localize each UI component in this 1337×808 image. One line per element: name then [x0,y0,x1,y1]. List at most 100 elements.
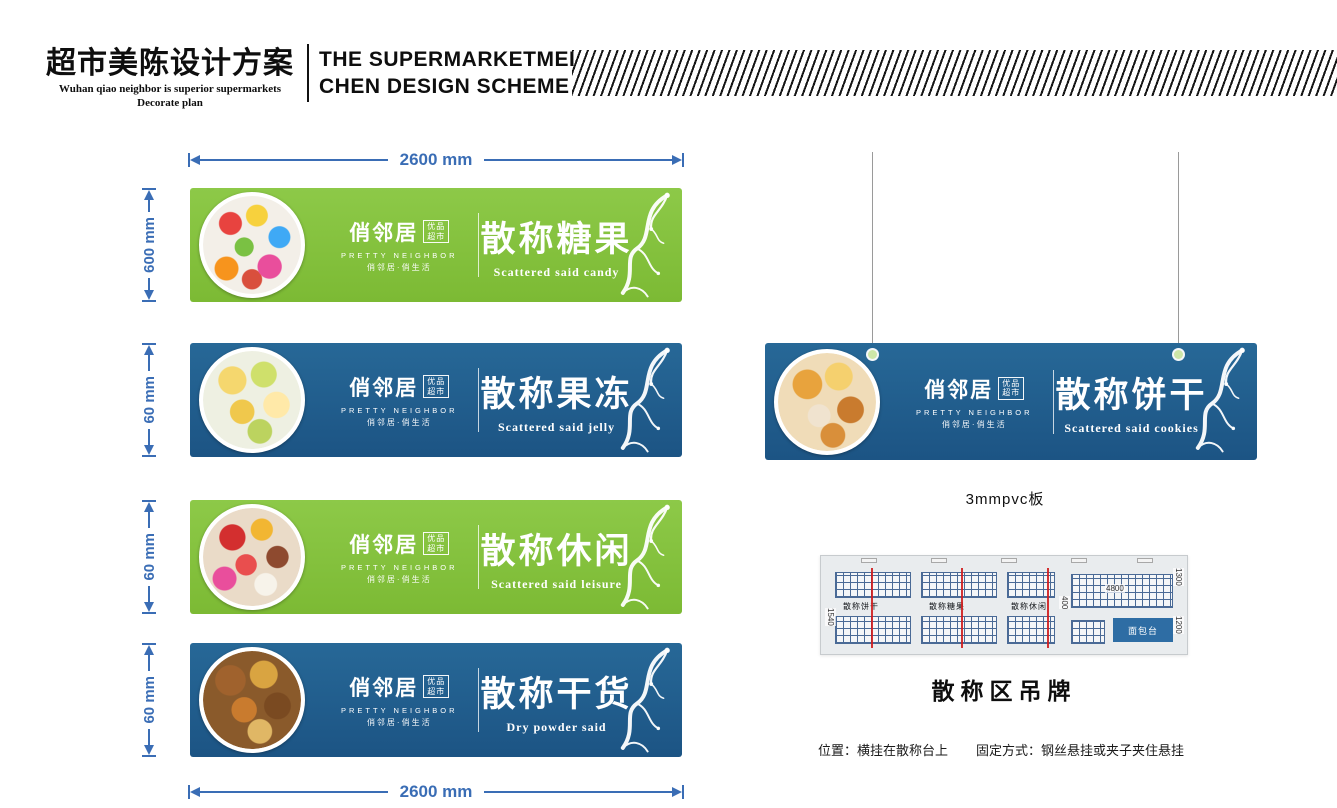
grommet-left [868,350,877,359]
dimension-tick [188,153,190,167]
dimension-label: 600 mm [140,217,158,273]
header-english-title: THE SUPERMARKETMEI CHEN DESIGN SCHEME [319,46,575,101]
dimension-width-bottom: 2600 mm [188,782,684,802]
brand-name: 俏邻居 [349,677,419,700]
brand-logo: 俏邻居 优品 超市 PRETTY NEIGHBOR 俏邻居·俏生活 [341,372,458,428]
plan-fixture [1137,558,1153,563]
brand-badge-line2: 超市 [427,686,446,696]
dimension-label: 2600 mm [399,782,473,801]
arrow-down-icon [144,745,154,755]
note-location: 位置：横挂在散称台上 [818,743,949,758]
photo-frame [199,504,305,610]
dimension-line [148,200,150,213]
brand-tagline: 俏邻居·俏生活 [366,718,432,727]
banner-divider [477,525,479,589]
dimension-line [148,355,150,372]
plan-bread-counter: 面包台 [1113,618,1173,642]
brand-badge: 优品 超市 [423,675,450,699]
arrow-up-icon [144,645,154,655]
brand-logo: 俏邻居 优品 超市 PRETTY NEIGHBOR 俏邻居·俏生活 [341,672,458,728]
page-title: 超市美陈设计方案 [46,47,294,80]
dimension-line [148,512,150,529]
candy-photo [203,196,301,294]
plan-label-cookies: 散称饼干 [843,602,879,611]
grommet-right [1174,350,1183,359]
plan-dim-400: 400 [1059,596,1070,610]
plan-shelf-grid [1007,616,1055,644]
banner-title-block: 散称果冻 Scattered said jelly [481,366,633,435]
brand-badge-line1: 优品 [427,222,446,231]
dimension-line [484,159,672,161]
banner-jelly: 俏邻居 优品 超市 PRETTY NEIGHBOR 俏邻居·俏生活 散称果冻 S… [190,343,682,457]
brand-name: 俏邻居 [924,378,994,402]
dimension-tick [142,500,156,502]
plan-fixture [1071,558,1087,563]
arrow-up-icon [144,190,154,200]
brand-badge-line2: 超市 [427,231,446,241]
brand-tagline: 俏邻居·俏生活 [366,418,432,427]
plan-red-marker [1047,568,1049,648]
brand-tagline: 俏邻居·俏生活 [941,419,1007,429]
dimension-line [148,277,150,290]
banner-subtitle: Scattered said jelly [498,419,616,434]
arrow-down-icon [144,445,154,455]
cookies-photo [778,352,876,451]
floral-swirl-icon [620,647,670,753]
header-english-line2: CHEN DESIGN SCHEME [319,75,570,99]
brand-badge: 优品 超市 [423,375,450,399]
banner-leisure: 俏邻居 优品 超市 PRETTY NEIGHBOR 俏邻居·俏生活 散称休闲 S… [190,500,682,614]
plan-red-marker [871,568,873,648]
arrow-left-icon [190,155,200,165]
installation-notes: 位置：横挂在散称台上 固定方式：钢丝悬挂或夹子夹住悬挂 [818,740,1248,759]
photo-frame [774,348,880,455]
photo-frame [199,347,305,453]
banner-divider [477,368,479,432]
banner-title: 散称糖果 [480,219,633,259]
dimension-tick [142,612,156,614]
brand-badge-line2: 超市 [427,386,446,396]
photo-frame [199,192,305,298]
floral-swirl-icon [620,504,670,610]
banner-title: 散称休闲 [480,531,633,571]
dimension-tick [682,785,684,799]
brand-badge-line1: 优品 [427,377,446,386]
banner-subtitle: Scattered said candy [493,264,620,279]
brand-name: 俏邻居 [349,377,419,400]
brand-badge: 优品 超市 [423,532,450,556]
brand-name-english: PRETTY NEIGHBOR [916,407,1033,417]
header-english-line1: THE SUPERMARKETMEI [319,48,576,71]
dimension-height-banner-4: 60 mm [139,643,159,757]
plan-label-candy: 散称糖果 [929,602,965,611]
plan-dim-1540: 1540 [825,608,836,626]
dimension-line [148,585,150,602]
brand-badge-line1: 优品 [427,534,446,543]
header-divider [307,44,309,102]
photo-frame [199,647,305,753]
header-title-block: 超市美陈设计方案 Wuhan qiao neighbor is superior… [36,38,304,111]
hanging-wire-right [1178,152,1179,350]
arrow-right-icon [672,787,682,797]
brand-name: 俏邻居 [349,534,419,557]
brand-badge: 优品 超市 [423,220,450,244]
dimension-label: 60 mm [140,376,158,424]
dimension-tick [142,755,156,757]
brand-logo: 俏邻居 优品 超市 PRETTY NEIGHBOR 俏邻居·俏生活 [341,529,458,585]
dimension-width-top: 2600 mm [188,150,684,170]
banner-title: 散称饼干 [1055,376,1208,415]
dimension-line [148,728,150,745]
banner-title: 散称果冻 [480,374,633,414]
brand-tagline: 俏邻居·俏生活 [366,263,432,272]
dimension-tick [188,785,190,799]
plan-dim-4800: 4800 [1105,584,1125,593]
plan-shelf-grid [1007,572,1055,598]
banner-cookies-hanging: 俏邻居 优品 超市 PRETTY NEIGHBOR 俏邻居·俏生活 散称饼干 S… [765,343,1257,460]
brand-name-english: PRETTY NEIGHBOR [341,406,458,415]
header-subtitle-line2: Decorate plan [137,97,203,110]
arrow-down-icon [144,290,154,300]
banner-title-block: 散称糖果 Scattered said candy [481,211,633,280]
dimension-line [200,791,388,793]
dimension-height-banner-3: 60 mm [139,500,159,614]
brand-badge-line1: 优品 [427,677,446,686]
plan-shelf-grid [921,572,997,598]
dimension-line [148,428,150,445]
